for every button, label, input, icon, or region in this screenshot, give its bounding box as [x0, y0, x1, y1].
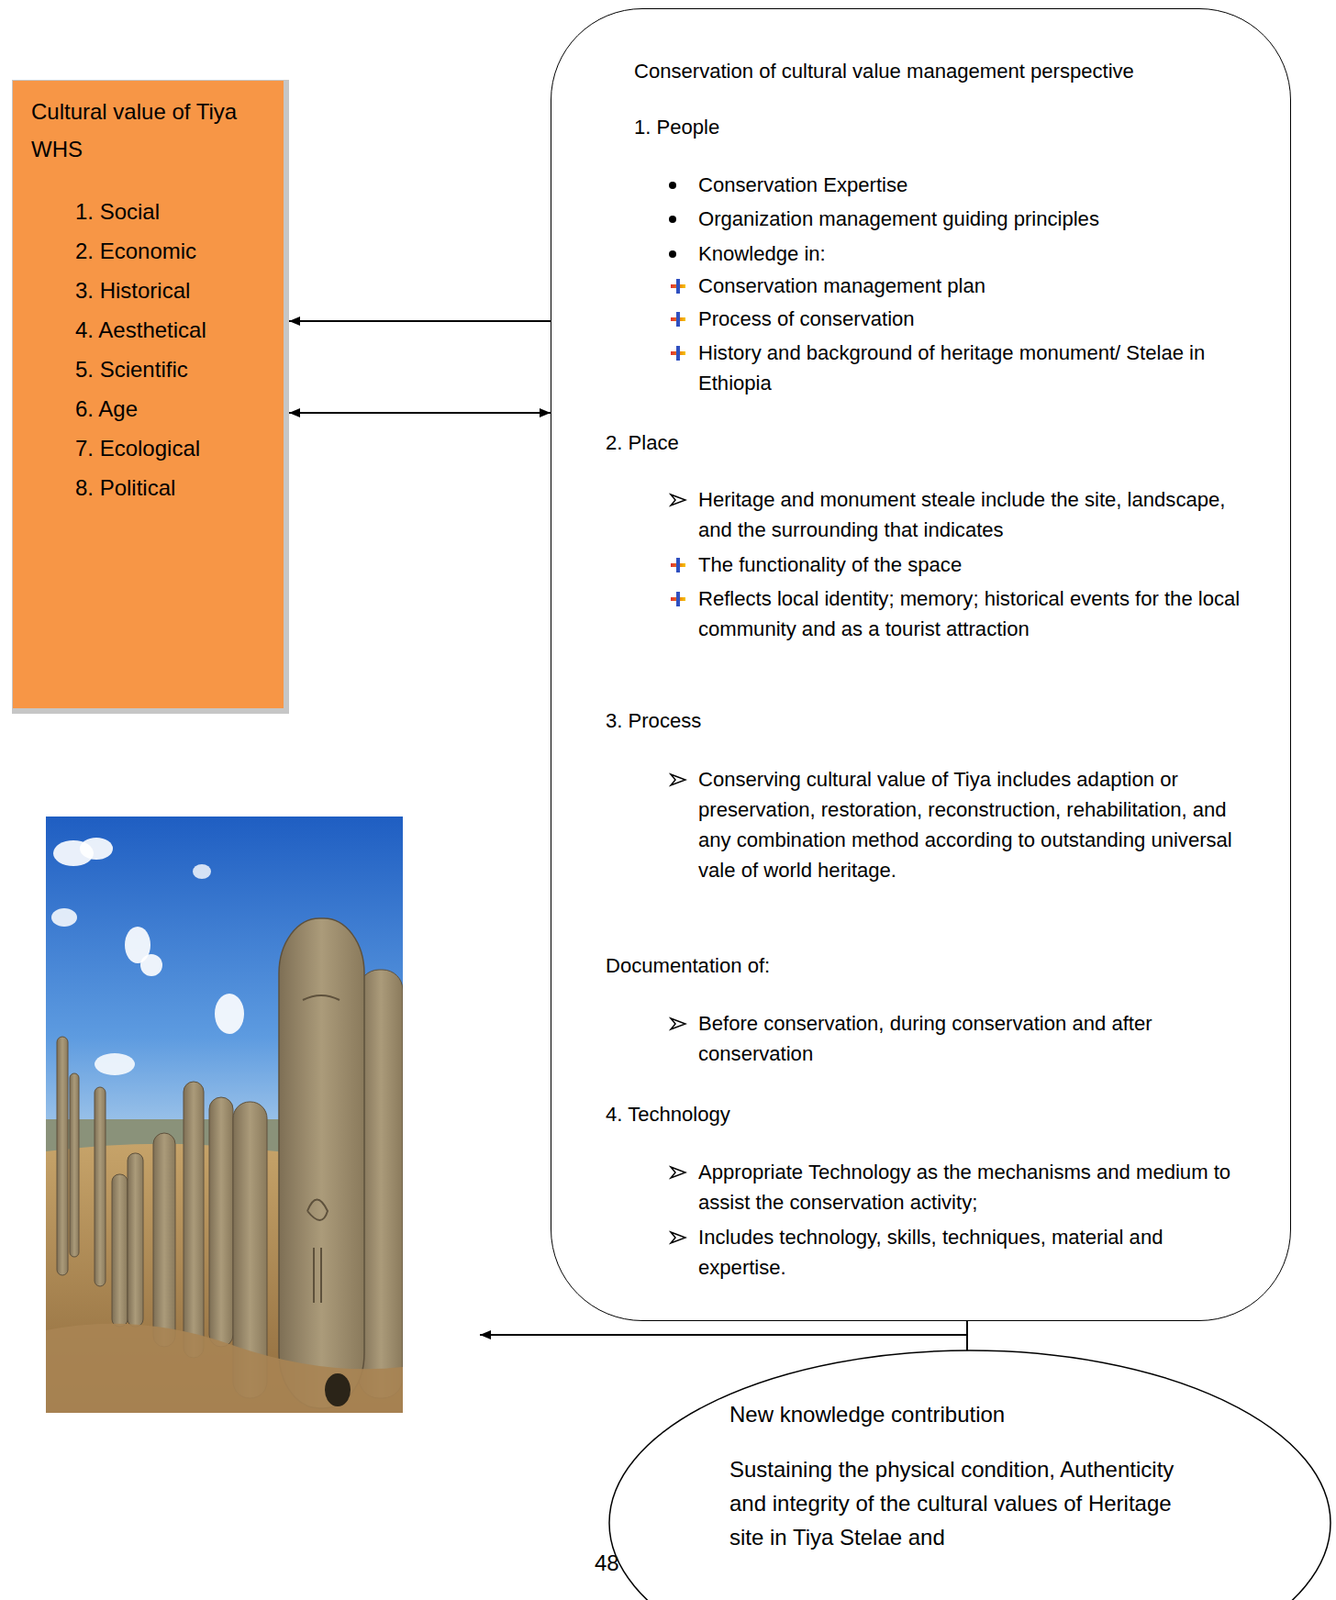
list-item: 1. Social: [75, 192, 285, 231]
stele: [358, 969, 403, 1399]
list-item: 5. Scientific: [75, 350, 285, 389]
bullet-text: History and background of heritage monum…: [698, 337, 1249, 399]
stele: [127, 1153, 144, 1327]
bullet-text: The functionality of the space: [698, 549, 1249, 580]
stele: [209, 1097, 234, 1348]
arrow-bullet: [668, 772, 688, 788]
section-heading: 2. Place: [605, 427, 1248, 458]
list-item: 6. Age: [75, 389, 285, 428]
value-list-box: Cultural value of Tiya WHS 1. Social2. Ec…: [11, 79, 290, 714]
arrow-bullet-shape: [668, 1165, 688, 1181]
list-item: 2. Economic: [75, 232, 285, 270]
arrow-bullet-path: [670, 1167, 686, 1179]
plus-bar: [676, 311, 680, 327]
perspective-box: Conservation of cultural value managemen…: [550, 8, 1292, 1322]
dot-bullet: [665, 211, 680, 227]
dot-bullet: [665, 246, 680, 262]
plus-bar: [676, 278, 680, 294]
photo-foreground: [45, 1324, 403, 1414]
bullet-text: Organization management guiding principl…: [698, 203, 1249, 234]
arrow-bullet: [668, 492, 688, 508]
plus-bullet: [670, 311, 686, 327]
plus-bullet: [670, 557, 686, 573]
list-item: 7. Ecological: [75, 429, 285, 468]
connector-line: [289, 411, 551, 414]
arrow-bullet-shape: [668, 772, 688, 788]
box-title: Conservation of cultural value managemen…: [634, 55, 1249, 87]
dot-shape: [668, 215, 677, 223]
arrow-bullet-path: [670, 774, 686, 786]
bullet-text: Conservation Expertise: [698, 169, 1249, 201]
bullet-text: Conservation management plan: [698, 270, 1249, 301]
cloud: [214, 993, 245, 1035]
plus-bullet: [670, 278, 686, 294]
connector-line: [966, 1321, 969, 1351]
arrow-bullet-shape: [668, 1016, 688, 1032]
arrow-bullet: [668, 1230, 688, 1246]
cloud: [94, 1053, 135, 1076]
dot-bullet: [665, 178, 680, 193]
list-heading: Cultural value of Tiya WHS: [31, 92, 281, 168]
cloud: [79, 837, 113, 860]
stele: [69, 1073, 79, 1258]
section-heading: 1. People: [634, 111, 1249, 143]
plus-bar: [676, 557, 680, 573]
connector-line: [289, 320, 551, 323]
stele: [56, 1036, 68, 1276]
arrow-bullet: [668, 1165, 688, 1181]
cloud: [140, 954, 163, 977]
arrow-bullet: [668, 1016, 688, 1032]
bullet-text: Includes technology, skills, techniques,…: [698, 1222, 1249, 1283]
arrow-bullet-path: [670, 1232, 686, 1244]
ellipse-body: Sustaining the physical condition, Authe…: [729, 1452, 1207, 1555]
arrow-bullet-path: [670, 494, 686, 506]
section-heading: Documentation of:: [605, 950, 1248, 981]
cloud: [192, 864, 212, 880]
page-number: 48: [594, 1547, 620, 1581]
dot-shape: [668, 250, 677, 258]
arrow-bullet-path: [670, 1018, 686, 1030]
bullet-text: Reflects local identity; memory; histori…: [698, 583, 1249, 645]
stele: [111, 1174, 128, 1327]
bullet-text: Process of conservation: [698, 303, 1249, 334]
stele: [94, 1087, 106, 1287]
plus-bar: [676, 345, 680, 361]
large-stele: [278, 918, 365, 1409]
stelae-photo: [45, 816, 403, 1414]
plus-bar: [676, 591, 680, 607]
arrow-bullet-shape: [668, 492, 688, 508]
plus-bullet: [670, 591, 686, 607]
section-heading: 4. Technology: [605, 1099, 1248, 1130]
bullet-text: Knowledge in:: [698, 238, 1249, 269]
bullet-text: Conserving cultural value of Tiya includ…: [698, 764, 1249, 887]
ellipse-heading: New knowledge contribution: [729, 1397, 1281, 1432]
dot-shape: [668, 181, 677, 190]
plus-bullet: [670, 345, 686, 361]
pointer-arrow: [479, 1334, 968, 1336]
stele: [153, 1133, 176, 1348]
bullet-text: Heritage and monument steale include the…: [698, 484, 1249, 546]
bullet-text: Before conservation, during conservation…: [698, 1008, 1249, 1069]
stele-carving: [302, 995, 340, 1303]
contribution-ellipse: New knowledge contributionSustaining the…: [607, 1348, 1333, 1600]
photo-shadow: [324, 1373, 351, 1407]
cloud: [51, 908, 78, 927]
bullet-text: Appropriate Technology as the mechanisms…: [698, 1157, 1249, 1218]
list-item: 8. Political: [75, 468, 285, 507]
stele: [183, 1081, 204, 1359]
ellipse-shape: [609, 1350, 1331, 1600]
arrow-bullet-shape: [668, 1230, 688, 1246]
list-item: 3. Historical: [75, 271, 285, 310]
list-item: 4. Aesthetical: [75, 311, 285, 349]
section-heading: 3. Process: [605, 705, 1248, 736]
